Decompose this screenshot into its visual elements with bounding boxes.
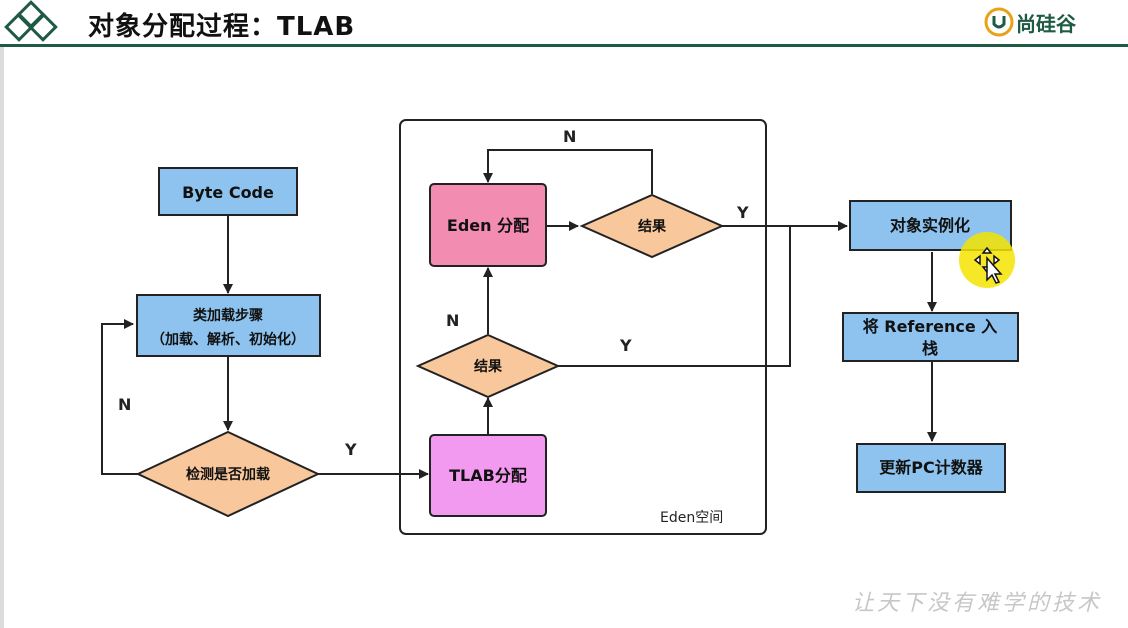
eden-region-label: Eden空间 [660, 510, 723, 526]
node-eden-alloc-label: Eden 分配 [447, 216, 529, 235]
page-title: 对象分配过程：TLAB [88, 12, 356, 42]
node-tlab-alloc-label: TLAB分配 [449, 466, 527, 485]
edge-check-no-loop [101, 319, 138, 475]
eden-region [399, 119, 767, 535]
node-push-ref [842, 312, 1019, 362]
left-frame-edge [0, 47, 4, 628]
node-classload [136, 294, 321, 357]
node-push-ref-line2: 栈 [922, 339, 938, 358]
node-result-upper-label: 结果 [638, 218, 667, 235]
label-lower-no: N [446, 311, 459, 330]
label-upper-no: N [563, 127, 576, 146]
label-lower-yes: Y [619, 336, 632, 355]
edge-lower-yes-to-bus [558, 226, 791, 367]
footer-slogan: 让天下没有难学的技术 [852, 591, 1103, 616]
node-classload-line1: 类加载步骤 [193, 307, 263, 324]
node-bytecode-label: Byte Code [182, 183, 274, 202]
node-result-lower [415, 333, 561, 399]
node-result-upper [579, 193, 725, 259]
label-check-no: N [118, 395, 131, 414]
node-update-pc-label: 更新PC计数器 [879, 458, 983, 477]
diamond-logo-icon [4, 0, 58, 42]
node-check-loaded [135, 430, 321, 518]
node-check-loaded-label: 检测是否加载 [186, 466, 270, 483]
header-divider [0, 44, 1128, 47]
node-update-pc [856, 443, 1006, 493]
label-check-yes: Y [344, 440, 357, 459]
brand-name: 尚硅谷 [1016, 12, 1076, 36]
node-tlab-alloc [429, 434, 547, 517]
node-classload-line2: （加载、解析、初始化） [151, 331, 305, 348]
label-upper-yes: Y [736, 203, 749, 222]
leaf-circle-logo-icon [984, 7, 1014, 37]
edge-upper-no-loop [483, 149, 653, 194]
node-result-lower-label: 结果 [474, 358, 503, 375]
move-cursor-icon [973, 246, 1003, 284]
node-push-ref-line1: 将 Reference 入 [863, 317, 998, 336]
node-bytecode [158, 167, 298, 216]
node-eden-alloc [429, 183, 547, 267]
node-instantiate-label: 对象实例化 [890, 216, 970, 235]
header-bar: 对象分配过程：TLAB 尚硅谷 [0, 0, 1128, 44]
